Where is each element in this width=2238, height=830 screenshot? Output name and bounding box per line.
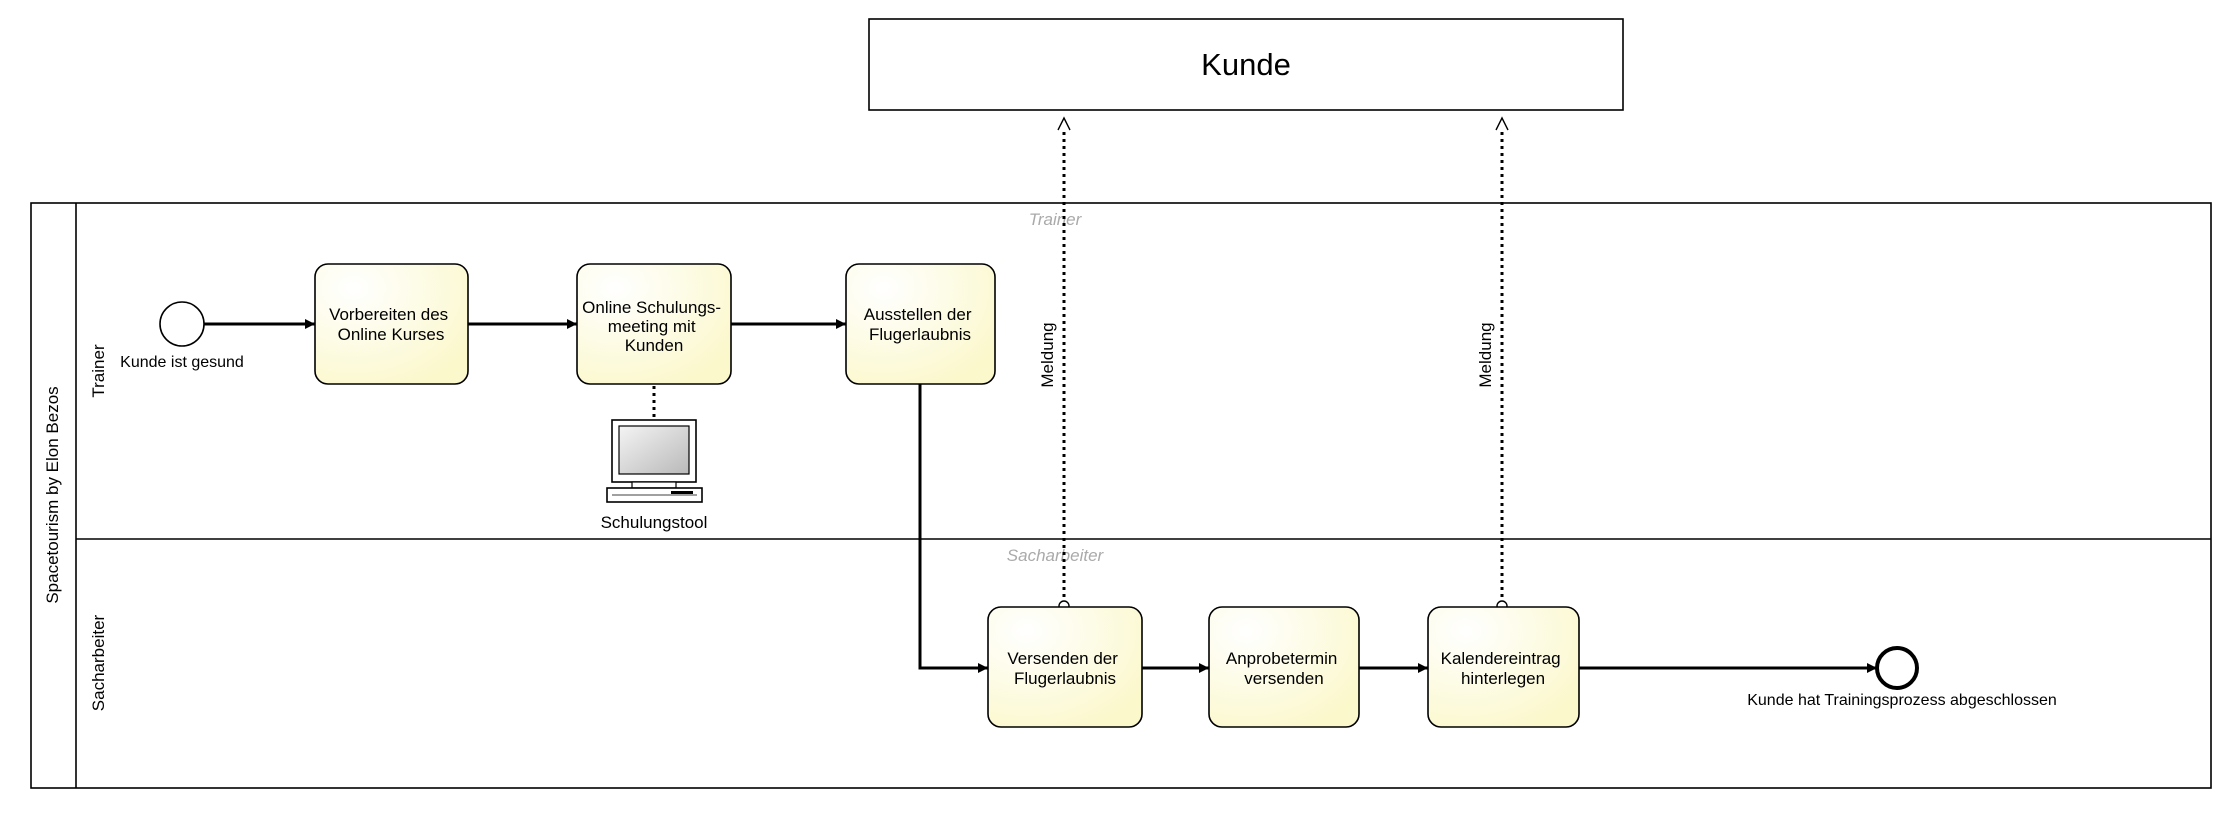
task-label: Online Schulungs- meeting mit Kunden: [582, 298, 726, 355]
task-anprobetermin-versenden[interactable]: Anprobetermin versenden: [1208, 606, 1360, 728]
lane-label-trainer: Trainer: [89, 344, 108, 398]
task-label-line: hinterlegen: [1461, 669, 1545, 688]
task-label-line: Flugerlaubnis: [1014, 669, 1116, 688]
task-label-line: Anprobetermin: [1226, 649, 1338, 668]
start-event-label: Kunde ist gesund: [120, 354, 244, 371]
task-label-line: Ausstellen der: [864, 305, 972, 324]
task-label-line: Versenden der: [1007, 649, 1118, 668]
task-label: Kalendereintrag hinterlegen: [1441, 649, 1566, 688]
end-event-label: Kunde hat Trainingsprozess abgeschlossen: [1747, 692, 2057, 709]
task-label-line: Kalendereintrag: [1441, 649, 1561, 668]
task-label-line: Vorbereiten des: [329, 305, 448, 324]
task-label: Vorbereiten des Online Kurses: [329, 305, 453, 344]
computer-icon[interactable]: [606, 419, 703, 503]
start-event[interactable]: [159, 301, 205, 347]
task-label-line: Flugerlaubnis: [869, 325, 971, 344]
message-flow-2[interactable]: [1495, 116, 1509, 612]
lane-watermark-trainer: Trainer: [1029, 210, 1083, 229]
task-online-schulungsmeeting[interactable]: Online Schulungs- meeting mit Kunden: [576, 263, 732, 385]
task-label-line: Online Kurses: [338, 325, 445, 344]
kunde-pool[interactable]: Kunde: [868, 18, 1624, 111]
lane-label-sacharbeiter: Sacharbeiter: [89, 614, 108, 711]
task-label-line: Kunden: [625, 336, 684, 355]
task-label: Ausstellen der Flugerlaubnis: [864, 305, 976, 344]
schulungstool-label: Schulungstool: [601, 513, 708, 532]
task-label: Versenden der Flugerlaubnis: [1007, 649, 1122, 688]
end-event[interactable]: [1875, 646, 1919, 690]
task-ausstellen-flugerlaubnis[interactable]: Ausstellen der Flugerlaubnis: [845, 263, 996, 385]
kunde-pool-label: Kunde: [1201, 47, 1291, 82]
lane-watermark-sacharbeiter: Sacharbeiter: [1007, 546, 1105, 565]
task-label: Anprobetermin versenden: [1226, 649, 1342, 688]
flow-task3-to-task4: [918, 384, 988, 673]
task-label-line: versenden: [1244, 669, 1323, 688]
task-vorbereiten-online-kurs[interactable]: Vorbereiten des Online Kurses: [314, 263, 469, 385]
task-versenden-flugerlaubnis[interactable]: Versenden der Flugerlaubnis: [987, 606, 1143, 728]
message-flow-2-label: Meldung: [1476, 322, 1495, 387]
sequence-flows: [204, 319, 1877, 673]
message-flow-1-label: Meldung: [1038, 322, 1057, 387]
task-label-line: meeting mit: [608, 317, 696, 336]
task-label-line: Online Schulungs-: [582, 298, 721, 317]
pool-label: Spacetourism by Elon Bezos: [43, 386, 62, 603]
task-kalendereintrag-hinterlegen[interactable]: Kalendereintrag hinterlegen: [1427, 606, 1580, 728]
